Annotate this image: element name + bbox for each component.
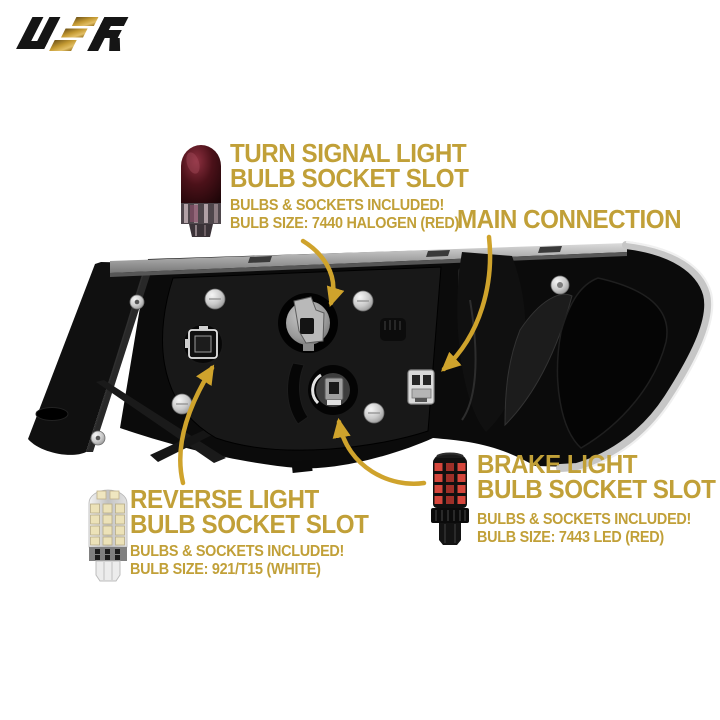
- main-connection-title: MAIN CONNECTION: [457, 204, 682, 234]
- turn-signal-note: BULBS & SOCKETS INCLUDED!: [230, 197, 445, 214]
- screw-posts: [90, 275, 570, 446]
- logo-letter-r: [87, 17, 129, 51]
- rubber-grommet: [380, 318, 406, 341]
- turn-signal-title-line2: BULB SOCKET SLOT: [230, 163, 469, 193]
- reverse-bulb-size: BULB SIZE: 921/T15 (WHITE): [130, 561, 321, 578]
- callout-turn-signal: TURN SIGNAL LIGHT BULB SOCKET SLOT BULBS…: [230, 138, 486, 233]
- top-trim-strip: [110, 243, 627, 273]
- turn-signal-bulb-socket: [278, 293, 338, 353]
- screw-icon: [352, 290, 374, 312]
- screw-icon: [204, 288, 226, 310]
- screw-icon: [129, 294, 145, 310]
- trim-notch: [426, 250, 450, 257]
- brake-bulb-size: BULB SIZE: 7443 LED (RED): [477, 529, 664, 546]
- lens-chrome-highlight: [576, 240, 714, 473]
- lens-inner-recess: [556, 277, 668, 449]
- logo-letter-u: [16, 17, 61, 49]
- main-connection-plug: [407, 369, 435, 405]
- retainer-hook: [287, 362, 309, 425]
- flange-slot-hole: [35, 407, 69, 421]
- turn-signal-bulb-size: BULB SIZE: 7440 HALOGEN (RED): [230, 215, 460, 232]
- red-led-bulb-icon: [431, 452, 469, 545]
- flange-inner-strip: [86, 263, 154, 452]
- brake-bulb-socket: [308, 365, 358, 415]
- logo-letter-s: [49, 17, 99, 51]
- red-halogen-bulb-icon: [181, 145, 221, 237]
- brake-title-line1: BRAKE LIGHT: [477, 449, 638, 479]
- screw-icon: [363, 402, 385, 424]
- brake-arrow: [332, 417, 427, 486]
- brake-title-line2: BULB SOCKET SLOT: [477, 474, 716, 504]
- bottom-tab: [291, 459, 313, 474]
- interior-sliver: [504, 293, 573, 427]
- callout-brake: BRAKE LIGHT BULB SOCKET SLOT BULBS & SOC…: [477, 449, 720, 547]
- main-connection-arrow: [440, 234, 493, 372]
- reverse-title-line2: BULB SOCKET SLOT: [130, 509, 369, 539]
- reverse-arrow: [178, 364, 215, 486]
- callout-main-connection: MAIN CONNECTION: [457, 204, 698, 234]
- brake-note: BULBS & SOCKETS INCLUDED!: [477, 511, 692, 528]
- mounting-flange: [28, 262, 147, 455]
- trim-notch: [248, 256, 272, 263]
- screw-icon: [550, 275, 570, 295]
- screw-icon: [90, 430, 106, 446]
- callout-reverse: REVERSE LIGHT BULB SOCKET SLOT BULBS & S…: [130, 484, 386, 579]
- turn-signal-arrow: [300, 238, 345, 307]
- reverse-title-line1: REVERSE LIGHT: [130, 484, 319, 514]
- usr-brand-logo: [16, 17, 129, 51]
- trim-notch: [538, 246, 562, 253]
- lens-chrome-band: [556, 241, 713, 472]
- white-led-bulb-icon: [88, 489, 128, 582]
- strut-highlight: [461, 299, 477, 421]
- reverse-note: BULBS & SOCKETS INCLUDED!: [130, 543, 345, 560]
- reverse-bulb-socket: [182, 323, 224, 365]
- turn-signal-title-line1: TURN SIGNAL LIGHT: [230, 138, 467, 168]
